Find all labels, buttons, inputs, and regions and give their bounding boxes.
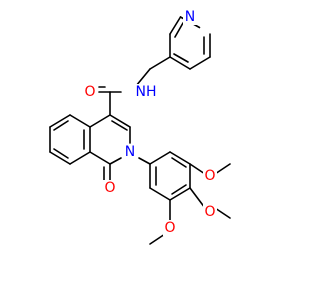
bond-benzo-inner [53,120,69,131]
atom-bg [183,9,197,25]
bond-o-me-mid [214,207,231,219]
bond-aryl-inner [171,157,187,168]
bond-aryl [149,187,171,201]
atom-bg [163,220,177,236]
bond-aryl [169,187,191,201]
molecule-structure-diagram: N NH O N O O O O [0,0,300,300]
canvas-background [0,0,300,300]
bond-c4-c3-inner [111,120,128,131]
bond-n2-c1 [109,157,122,165]
bond-pyridine-inner [173,53,189,63]
atom-bg [203,204,217,220]
atom-label-nh-amide: NH [136,84,157,100]
bond-pyridine [169,56,191,70]
atom-label-o-methoxy-bottom: O [164,220,175,236]
atom-label-o-methoxy-mid: O [204,204,215,220]
bond-ch2 [149,56,171,70]
bond-pyridine [189,56,211,70]
bond-benzo [69,114,91,128]
bond-aryl [149,151,171,165]
atom-bg [123,144,137,160]
bond-aryl-inner [171,184,187,195]
atom-bg [103,180,117,196]
bond-ch2-nh [135,68,151,87]
bond-benzo [49,114,71,128]
bond-aryl-o-top [189,163,206,175]
bond-c4a-c4 [89,114,111,128]
bond-aryl-o-mid [189,187,206,209]
bond-c1-c8a [89,151,111,165]
bond-benzo-inner [53,148,69,159]
atom-label-o-methoxy-top: O [204,168,215,184]
atom-label-layer: N NH O N O O O O [83,9,217,236]
bond-benzo [49,151,71,165]
bond-pyridine [169,16,182,35]
atom-label-o-amide: O [84,84,95,100]
bond-benzo [69,151,91,165]
bond-layer [49,16,231,245]
atom-bg [83,84,97,100]
bond-c4-c3 [109,114,131,128]
atom-label-n-pyridine: N [185,9,195,25]
bond-o-me-top [214,163,231,175]
bond-aryl [169,151,191,165]
bond-n2-aryl [138,157,151,165]
bond-pyridine-inner [174,22,184,38]
atom-bg [203,168,217,184]
atom-label-n-ring: N [125,144,135,160]
bond-o-me-bottom [149,233,166,245]
atom-label-o-ketone: O [104,180,115,196]
atom-bg [134,84,158,100]
